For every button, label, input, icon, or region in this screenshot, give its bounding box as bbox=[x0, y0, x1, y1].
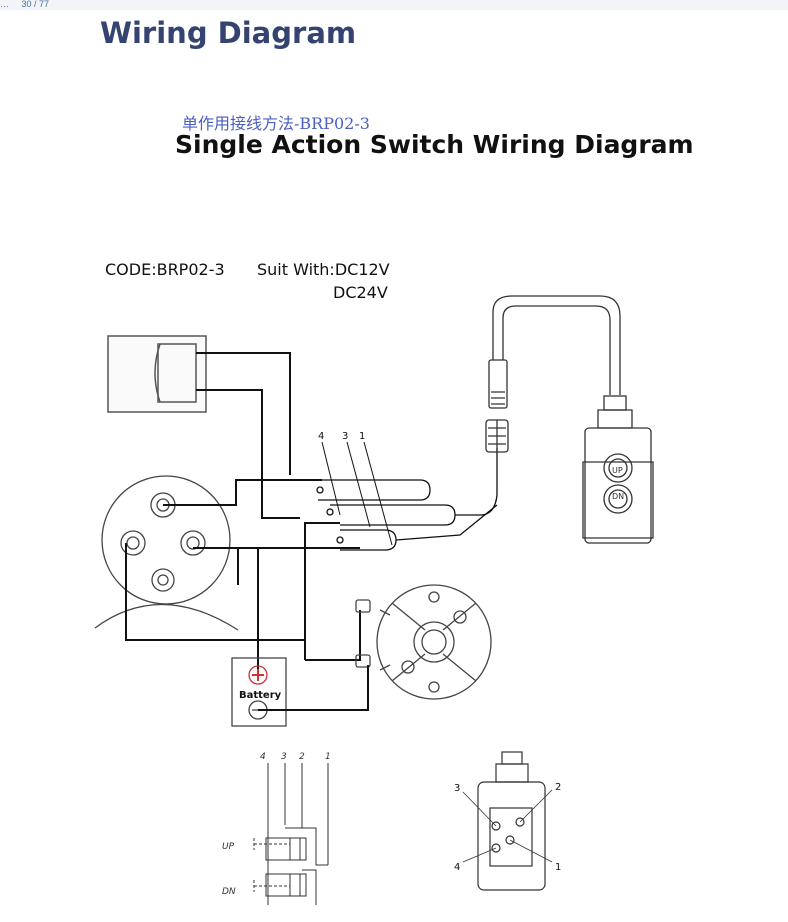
pump-motor bbox=[94, 475, 239, 631]
battery-label: Battery bbox=[239, 690, 282, 701]
wire-label-3: 3 bbox=[342, 431, 348, 442]
wire-label-4: 4 bbox=[318, 431, 324, 442]
browser-toolbar: … 30 / 77 bbox=[0, 0, 788, 10]
remote-cable bbox=[485, 295, 621, 453]
wire-label-leaders bbox=[321, 441, 393, 546]
remote-up-label: UP bbox=[612, 466, 623, 475]
page-title: Wiring Diagram bbox=[100, 16, 357, 50]
wire-number-labels: 4 3 1 bbox=[318, 431, 365, 442]
cable-bundle bbox=[316, 448, 498, 551]
schematic-dn-label: DN bbox=[222, 887, 236, 897]
schematic-labels: 4 3 2 1 UP DN bbox=[222, 752, 331, 897]
schematic-terminal-4: 4 bbox=[260, 752, 266, 762]
subtitle-chinese: 单作用接线方法-BRP02-3 bbox=[182, 114, 370, 133]
schematic-up-label: UP bbox=[222, 842, 235, 852]
remote-down-label: DN bbox=[612, 492, 624, 501]
switch-schematic bbox=[253, 763, 329, 905]
remote-pendant bbox=[582, 395, 654, 544]
up-button-icon bbox=[603, 453, 633, 483]
switch-terminal-4: 4 bbox=[454, 862, 460, 873]
remote-labels: UP DN bbox=[612, 466, 624, 501]
switch-box bbox=[462, 751, 553, 891]
battery bbox=[231, 657, 287, 727]
page-indicator: 30 / 77 bbox=[21, 0, 50, 9]
dc-motor bbox=[355, 584, 492, 700]
suit-with-label: Suit With:DC12V bbox=[257, 260, 390, 279]
schematic-terminal-2: 2 bbox=[299, 752, 305, 762]
schematic-terminal-3: 3 bbox=[281, 752, 287, 762]
switch-terminal-3: 3 bbox=[454, 783, 460, 794]
code-label: CODE:BRP02-3 bbox=[105, 260, 225, 279]
subtitle-english: Single Action Switch Wiring Diagram bbox=[175, 130, 694, 159]
down-button-icon bbox=[603, 484, 633, 514]
relay-wires bbox=[196, 352, 300, 519]
switch-terminal-1: 1 bbox=[555, 862, 561, 873]
wire-label-1: 1 bbox=[359, 431, 365, 442]
switch-box-labels: 3 2 4 1 bbox=[454, 782, 561, 873]
switch-terminal-2: 2 bbox=[555, 782, 561, 793]
solenoid-relay bbox=[107, 335, 207, 413]
motor-wires bbox=[125, 479, 361, 670]
battery-wires bbox=[258, 665, 369, 711]
toolbar-left-text: … bbox=[0, 0, 9, 9]
schematic-terminal-1: 1 bbox=[325, 752, 331, 762]
suit-with-label-2: DC24V bbox=[333, 283, 388, 302]
